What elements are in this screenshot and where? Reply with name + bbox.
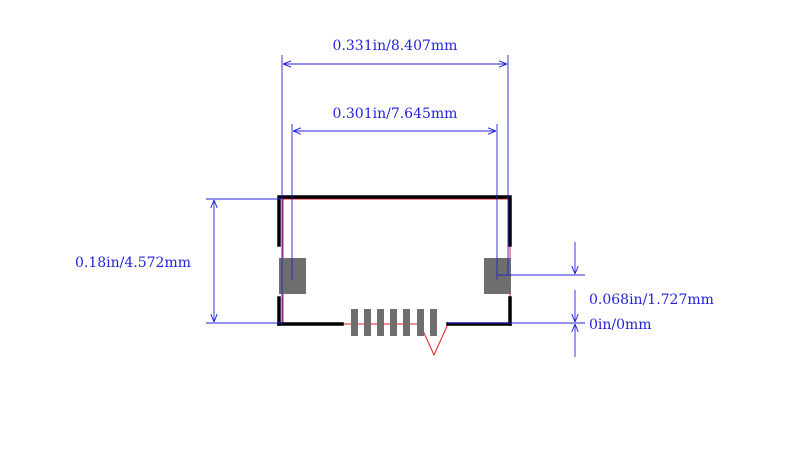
dimension-lines	[206, 55, 585, 357]
signal-pad	[390, 309, 397, 336]
mounting-pad-right	[484, 258, 511, 294]
signal-pads	[351, 309, 437, 336]
signal-pad	[417, 309, 424, 336]
height-label: 0.18in/4.572mm	[75, 255, 191, 271]
mounting-pad-left	[279, 258, 306, 294]
signal-pad	[351, 309, 358, 336]
pad-span-label: 0.301in/7.645mm	[333, 106, 458, 122]
origin-label: 0in/0mm	[589, 317, 652, 333]
pad-offset-label: 0.068in/1.727mm	[589, 292, 714, 308]
signal-pad	[364, 309, 371, 336]
signal-pad	[403, 309, 410, 336]
silkscreen-outline	[277, 195, 512, 326]
signal-pad	[430, 309, 437, 336]
overall-width-label: 0.331in/8.407mm	[333, 38, 458, 54]
signal-pad	[377, 309, 384, 336]
